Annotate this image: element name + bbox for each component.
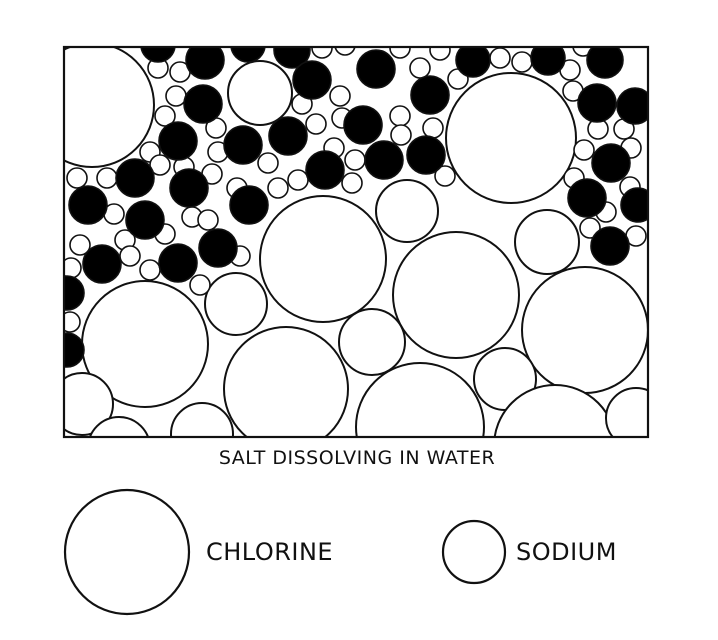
dark-particle — [292, 60, 332, 100]
large-particle — [204, 272, 268, 336]
dark-particle — [68, 185, 108, 225]
dark-particle — [577, 83, 617, 123]
large-particle — [227, 60, 293, 126]
large-particle — [375, 179, 439, 243]
dark-particle — [273, 47, 311, 69]
large-particle — [64, 372, 114, 436]
dark-particle — [406, 135, 446, 175]
large-particle — [392, 231, 520, 359]
small-open-particle — [305, 113, 327, 135]
small-open-particle — [389, 105, 411, 127]
small-open-particle — [573, 139, 595, 161]
dark-particle — [591, 143, 631, 183]
large-particle — [355, 362, 485, 437]
large-particle — [493, 384, 617, 437]
dark-particle — [158, 121, 198, 161]
dark-particle — [82, 244, 122, 284]
small-open-particle — [334, 47, 356, 56]
large-particle — [338, 308, 406, 376]
small-open-particle — [165, 85, 187, 107]
small-open-particle — [511, 51, 533, 73]
diagram-frame — [62, 45, 650, 439]
dark-particle — [115, 158, 155, 198]
dark-particle — [586, 47, 624, 79]
small-open-particle — [257, 152, 279, 174]
small-open-particle — [579, 217, 601, 239]
large-particle — [64, 47, 155, 168]
small-open-particle — [429, 47, 451, 61]
legend-small-label: SODIUM — [516, 538, 617, 566]
small-open-particle — [154, 105, 176, 127]
dark-particle — [268, 116, 308, 156]
dark-particle — [169, 168, 209, 208]
dark-particle — [229, 185, 269, 225]
legend-small-circle-icon — [441, 519, 507, 585]
dark-particle — [125, 200, 165, 240]
dark-particle — [567, 178, 607, 218]
dark-particle — [64, 275, 85, 311]
dark-particle — [230, 47, 266, 63]
dark-particle — [455, 47, 491, 78]
dark-particle — [590, 226, 630, 266]
dark-particle — [185, 47, 225, 80]
large-particle — [514, 209, 580, 275]
small-open-particle — [390, 124, 412, 146]
dark-particle — [64, 332, 85, 368]
small-open-particle — [139, 259, 161, 281]
large-particle — [445, 72, 577, 204]
small-open-particle — [341, 172, 363, 194]
dark-particle — [410, 75, 450, 115]
large-particle — [88, 416, 150, 437]
dark-particle — [343, 105, 383, 145]
small-open-particle — [287, 169, 309, 191]
dark-particle — [530, 47, 566, 76]
small-open-particle — [422, 117, 444, 139]
dark-particle — [356, 49, 396, 89]
small-open-particle — [189, 274, 211, 296]
large-particle — [170, 402, 234, 437]
small-open-particle — [344, 149, 366, 171]
legend-large-label: CHLORINE — [206, 538, 333, 566]
small-open-particle — [64, 311, 81, 333]
small-open-particle — [149, 154, 171, 176]
diagram-caption: SALT DISSOLVING IN WATER — [219, 447, 495, 469]
small-open-particle — [119, 245, 141, 267]
dark-particle — [305, 150, 345, 190]
small-open-particle — [267, 177, 289, 199]
small-open-particle — [434, 165, 456, 187]
legend: CHLORINE SODIUM — [63, 488, 617, 616]
large-particle — [223, 326, 349, 437]
small-open-particle — [69, 234, 91, 256]
dark-particle — [183, 84, 223, 124]
dark-particle — [198, 228, 238, 268]
dark-particle — [620, 187, 648, 223]
dark-particle — [223, 125, 263, 165]
dark-particle — [616, 87, 648, 125]
small-open-particle — [197, 209, 219, 231]
large-particle — [259, 195, 387, 323]
legend-large-circle-icon — [63, 488, 191, 616]
large-particle — [521, 266, 648, 394]
dark-particle — [364, 140, 404, 180]
large-particle — [605, 387, 648, 437]
small-open-particle — [409, 57, 431, 79]
dark-particle — [158, 243, 198, 283]
dark-particle — [140, 47, 176, 63]
small-open-particle — [329, 85, 351, 107]
small-open-particle — [66, 167, 88, 189]
small-open-particle — [489, 47, 511, 69]
small-open-particle — [96, 167, 118, 189]
